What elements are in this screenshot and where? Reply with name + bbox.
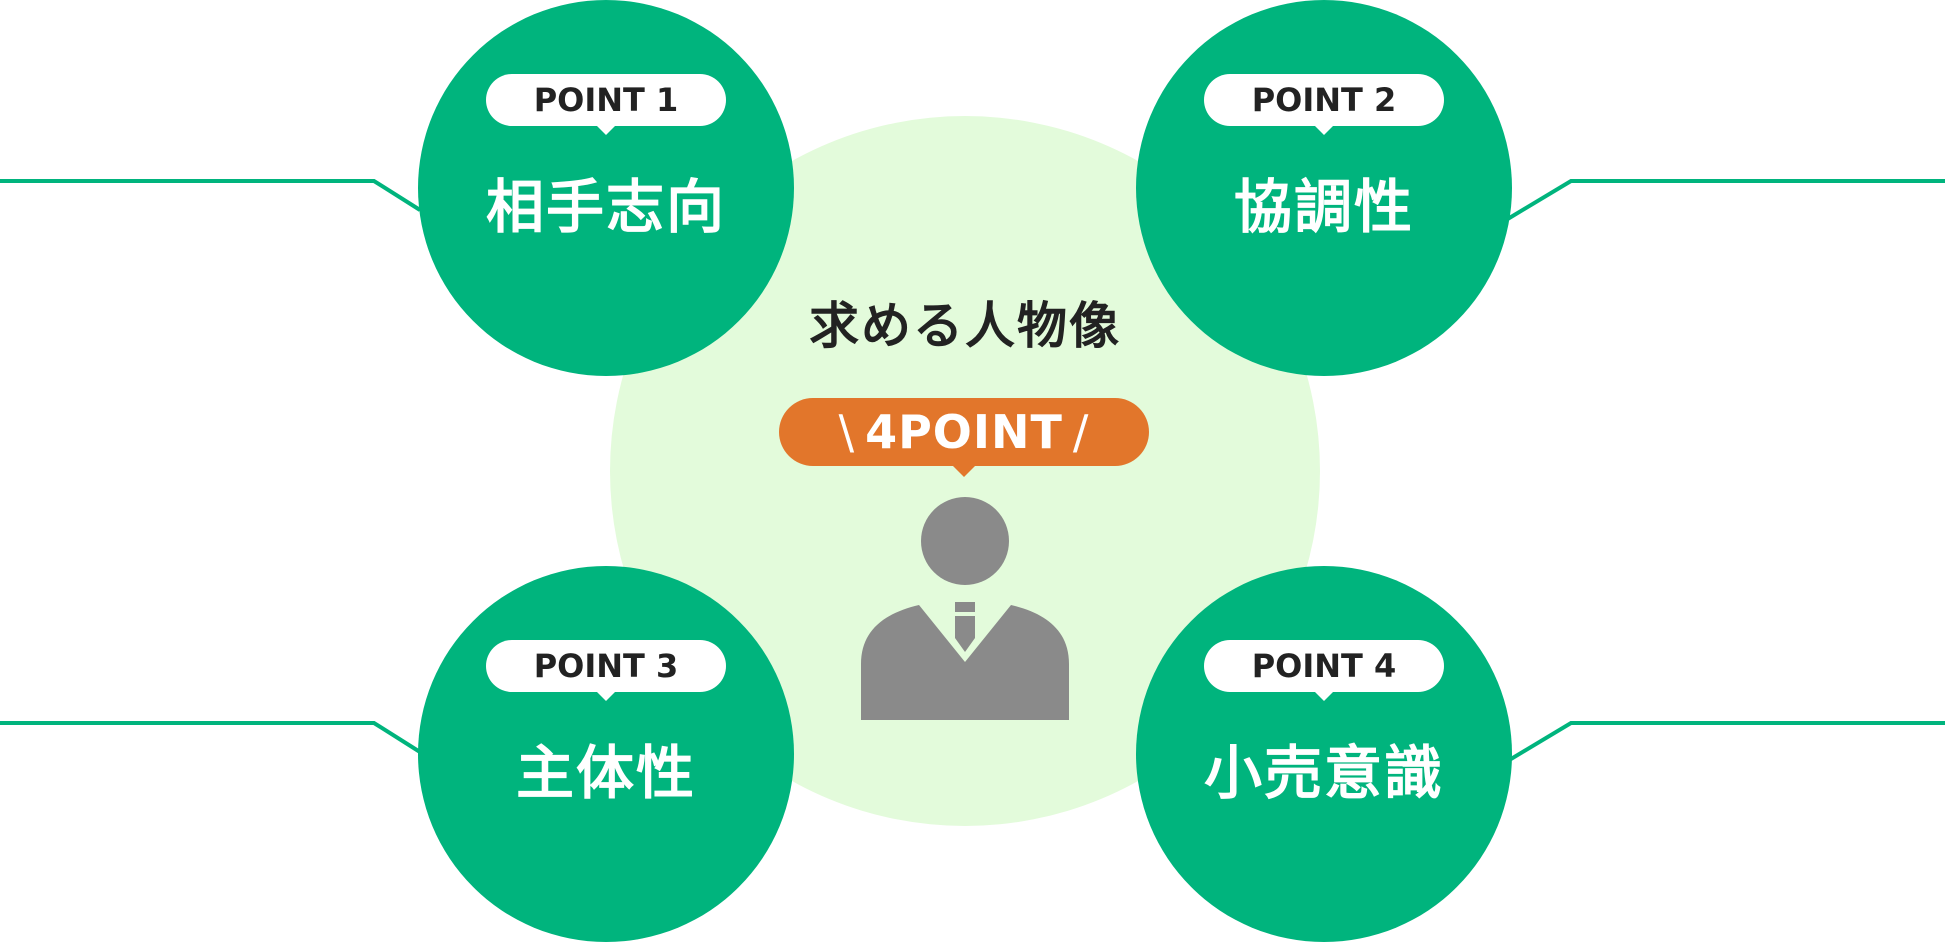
connector-line-point-3 xyxy=(0,721,422,754)
point-2-label: 協調性 xyxy=(1233,173,1414,241)
point-4-badge: POINT 4 xyxy=(1204,640,1444,701)
tie-blade xyxy=(955,616,975,652)
point-1-badge: POINT 1 xyxy=(486,74,726,135)
badge-slash-left: \ xyxy=(838,405,856,459)
point-2-badge: POINT 2 xyxy=(1204,74,1444,135)
point-1-circle: POINT 1 相手志向 xyxy=(418,0,794,376)
connector-line-point-4 xyxy=(1504,721,1945,764)
person-body xyxy=(861,605,1069,720)
point-2-circle: POINT 2 協調性 xyxy=(1136,0,1512,376)
four-point-badge: \ 4POINT / xyxy=(779,398,1149,477)
point-1-label: 相手志向 xyxy=(485,173,726,241)
four-point-badge-text: 4POINT xyxy=(865,405,1063,459)
person-head xyxy=(921,497,1009,585)
tie-knot xyxy=(955,602,975,612)
point-3-label: 主体性 xyxy=(515,739,696,807)
point-3-badge: POINT 3 xyxy=(486,640,726,701)
badge-slash-right: / xyxy=(1072,405,1090,459)
point-4-circle: POINT 4 小売意識 xyxy=(1136,566,1512,942)
businessperson-icon xyxy=(861,497,1069,720)
connector-line-point-2 xyxy=(1504,179,1945,222)
center-title: 求める人物像 xyxy=(809,297,1121,355)
point-3-circle: POINT 3 主体性 xyxy=(418,566,794,942)
point-4-label: 小売意識 xyxy=(1203,739,1444,807)
connector-line-point-1 xyxy=(0,179,422,212)
